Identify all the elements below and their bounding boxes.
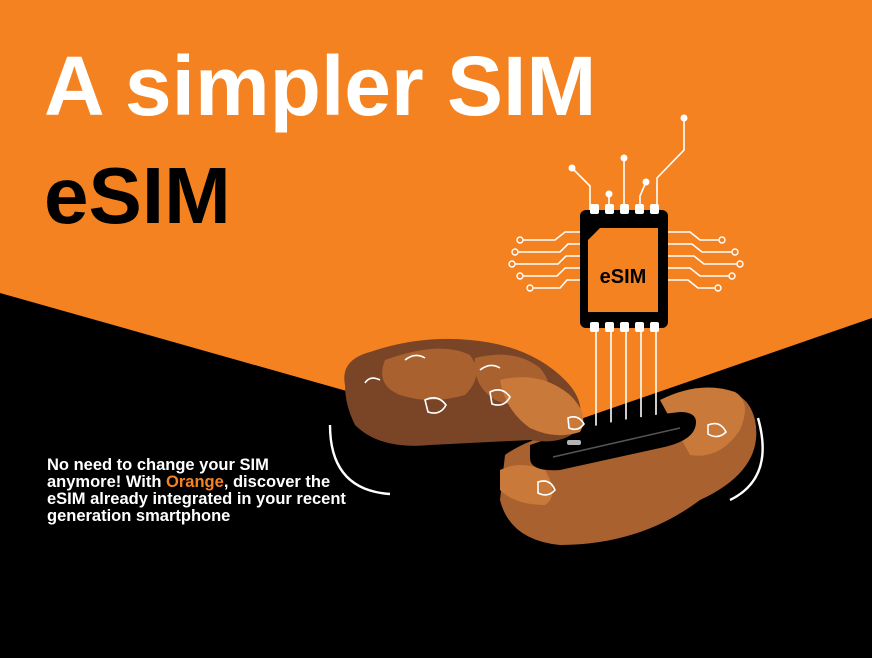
description-part-2: , discover the eSIM already integrated i… xyxy=(47,473,346,525)
page-subtitle: eSIM xyxy=(44,151,231,240)
trace-endpoint-rings xyxy=(508,236,744,292)
description-part-1: No need to change your SIM anymore! With xyxy=(47,456,269,491)
chip-label: eSIM xyxy=(600,266,647,288)
description-text: No need to change your SIM anymore! With… xyxy=(47,457,347,525)
brand-name: Orange xyxy=(166,473,224,491)
page-title: A simpler SIM xyxy=(44,39,597,133)
hands-holding-phone-icon xyxy=(328,338,764,545)
esim-chip-icon: eSIM xyxy=(580,204,668,332)
trace-endpoints xyxy=(568,114,688,198)
